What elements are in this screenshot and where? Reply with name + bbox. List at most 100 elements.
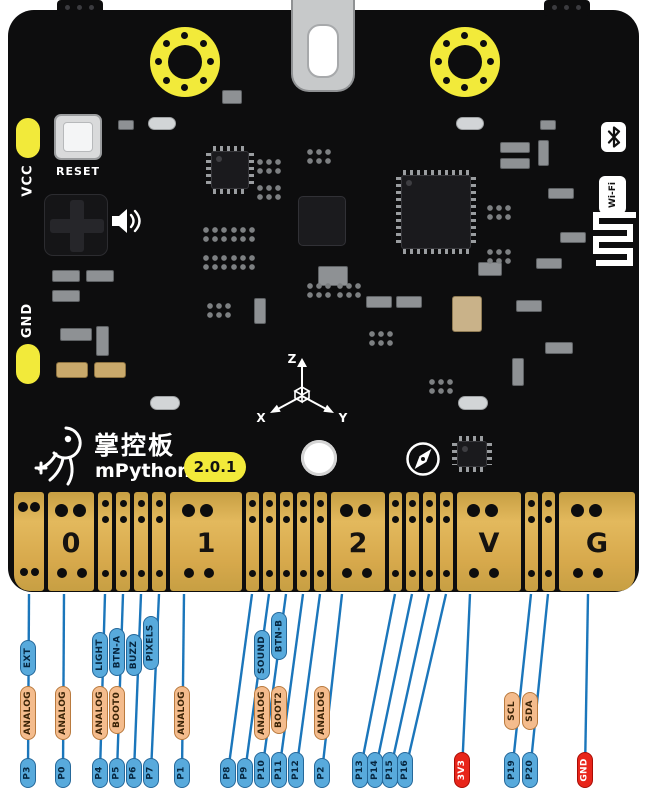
- mounting-ring-right: [430, 27, 500, 97]
- pin-label-P1: P1: [174, 758, 190, 788]
- pin-attr-P7-pixels-text: PIXELS: [146, 624, 156, 662]
- usb-c-slot: [307, 24, 339, 78]
- pin-label-P3-text: P3: [23, 766, 33, 780]
- smd-component: [516, 300, 542, 312]
- smd-component: [52, 270, 80, 282]
- flash-chip: [298, 196, 346, 246]
- pin-attr-P3-ext-text: EXT: [23, 647, 34, 669]
- pin-label-P4-text: P4: [95, 766, 105, 780]
- pin-label-P2-text: P2: [317, 766, 327, 780]
- pin-attr-P4-analog-text: ANALOG: [95, 691, 105, 735]
- mcu-chip-small: [206, 146, 254, 194]
- pin-attr-P3-analog-text: ANALOG: [23, 691, 33, 735]
- pin-label-P20-text: P20: [525, 759, 535, 781]
- pin-label-P13: P13: [352, 752, 368, 788]
- pin-line-P8: [226, 593, 254, 773]
- pin-attr-P1-analog-text: ANALOG: [177, 691, 187, 735]
- smd-component: [456, 117, 484, 130]
- pin-attr-P10-analog-text: ANALOG: [257, 691, 267, 735]
- pin-label-P19-text: P19: [507, 759, 517, 781]
- smd-component: [536, 258, 562, 269]
- smd-component: [545, 342, 573, 354]
- wifi-badge: Wi-Fi: [599, 176, 626, 214]
- edge-pad-label-P1: 1: [196, 528, 216, 559]
- bluetooth-icon: [607, 126, 620, 148]
- usb-c-port: [291, 0, 355, 92]
- pin-label-P10-text: P10: [257, 759, 267, 781]
- pin-label-P20: P20: [522, 752, 538, 788]
- via-cluster: [202, 226, 228, 243]
- pin-attr-P6-buzz: BUZZ: [126, 634, 142, 676]
- pin-line-P16: [403, 593, 448, 773]
- edge-pad-P3: [14, 492, 44, 591]
- pin-line-P14: [373, 593, 414, 773]
- pin-label-P6: P6: [126, 758, 142, 788]
- smd-component: [366, 296, 392, 308]
- pin-label-P16: P16: [397, 752, 413, 788]
- reset-label: RESET: [56, 165, 100, 178]
- vcc-label: VCC: [20, 163, 36, 197]
- pin-label-P13-text: P13: [355, 759, 365, 781]
- pin-attr-P5-btn-a-text: BTN-A: [112, 635, 123, 669]
- pin-attr-P11-boot2-text: BOOT2: [274, 691, 285, 729]
- pin-line-P4: [98, 593, 107, 773]
- pin-attr-P2-analog: ANALOG: [314, 686, 330, 740]
- pin-line-P6: [132, 593, 143, 773]
- smd-component: [458, 396, 488, 410]
- smd-component: [512, 358, 524, 386]
- pin-label-P11: P11: [271, 752, 287, 788]
- mpython-logo-icon: [34, 426, 82, 486]
- via-cluster: [202, 254, 228, 271]
- pin-line-P19: [510, 593, 533, 773]
- smd-component: [540, 120, 556, 130]
- edge-pad-P0: 0: [48, 492, 94, 591]
- vcc-pad: [16, 118, 40, 158]
- pin-attr-P2-analog-text: ANALOG: [317, 691, 327, 735]
- pin-label-P14-text: P14: [370, 759, 380, 781]
- board-name-chinese: 掌控板: [94, 431, 176, 460]
- gnd-pad: [16, 344, 40, 384]
- pin-label-P12: P12: [288, 752, 304, 788]
- pin-label-P9-text: P9: [240, 766, 250, 780]
- via-cluster: [336, 282, 362, 299]
- pin-attr-P6-buzz-text: BUZZ: [129, 640, 140, 670]
- edge-pad-label-P2: 2: [348, 528, 368, 559]
- reset-button: [54, 114, 102, 160]
- pin-line-P2: [320, 593, 344, 773]
- pin-label-P2: P2: [314, 758, 330, 788]
- speaker-icon: [112, 209, 141, 233]
- smd-component: [222, 90, 242, 104]
- top-edge-notch-right: [544, 0, 590, 16]
- edge-pad-label-P0: 0: [61, 528, 81, 559]
- pin-line-3V3: [460, 593, 472, 773]
- via-cluster: [256, 184, 282, 201]
- pin-attr-P11-boot2: BOOT2: [271, 686, 287, 734]
- pin-attr-P20-sda: SDA: [522, 692, 538, 730]
- via-cluster: [306, 148, 332, 165]
- pin-label-P5: P5: [109, 758, 125, 788]
- via-cluster: [368, 330, 394, 347]
- edge-pad-GND: G: [559, 492, 635, 591]
- mounting-ring-left: [150, 27, 220, 97]
- edge-pad-P8: [246, 492, 259, 591]
- pin-label-3V3: 3V3: [454, 752, 470, 788]
- pin-line-P11: [277, 593, 305, 773]
- pin-label-P6-text: P6: [129, 766, 139, 780]
- pin-label-P8: P8: [220, 758, 236, 788]
- edge-pad-P13: [389, 492, 402, 591]
- gnd-label: GND: [20, 302, 36, 338]
- pin-attr-P0-analog-text: ANALOG: [58, 691, 68, 735]
- pin-label-P19: P19: [504, 752, 520, 788]
- smd-component: [150, 396, 180, 410]
- smd-component: [148, 117, 176, 130]
- pin-line-P9: [243, 593, 271, 773]
- edge-pad-P9: [263, 492, 276, 591]
- pin-attr-P4-light: LIGHT: [92, 632, 108, 678]
- via-cluster: [428, 378, 454, 395]
- pin-label-P14: P14: [367, 752, 383, 788]
- pin-label-P8-text: P8: [223, 766, 233, 780]
- pin-label-P10: P10: [254, 752, 270, 788]
- pin-label-P12-text: P12: [291, 759, 301, 781]
